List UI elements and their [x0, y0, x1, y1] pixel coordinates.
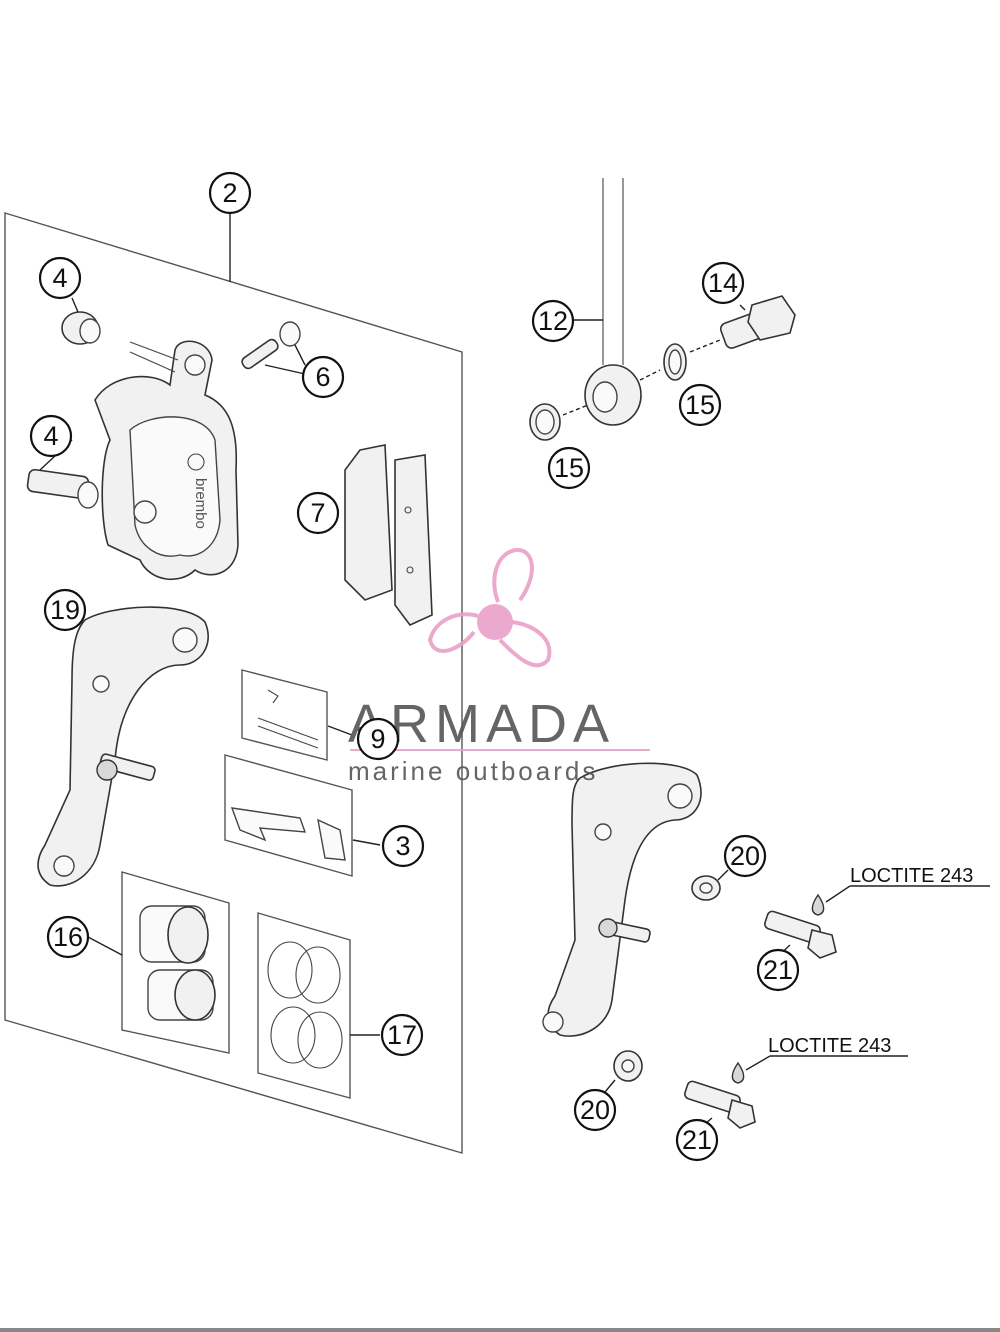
piston-seals-box: [257, 912, 351, 1099]
callout-17: 17: [380, 1013, 424, 1057]
bleeder-screw-part: [241, 321, 301, 370]
svg-text:21: 21: [763, 955, 793, 985]
bolt-21-upper-part: [764, 910, 837, 959]
callout-6: 6: [301, 355, 345, 399]
caliper-bolt-part: [26, 468, 99, 509]
washers-part: [529, 343, 687, 441]
caliper-bracket-left-part: [37, 606, 209, 887]
callout-16: 16: [46, 915, 90, 959]
svg-text:4: 4: [52, 263, 67, 293]
callout-12: 12: [531, 299, 575, 343]
brake-line-part: [584, 178, 642, 426]
svg-text:16: 16: [53, 922, 83, 952]
caliper-brand-text: brembo: [192, 478, 209, 529]
loctite-label-lower: LOCTITE 243: [768, 1035, 891, 1057]
callout-15-right: 15: [678, 383, 722, 427]
svg-text:14: 14: [708, 268, 738, 298]
svg-text:6: 6: [315, 362, 330, 392]
svg-text:19: 19: [50, 595, 80, 625]
svg-text:15: 15: [554, 453, 584, 483]
caliper-bracket-right-part: [542, 762, 702, 1037]
loctite-drop-lower: [731, 1061, 745, 1084]
watermark-tagline: marine outboards: [348, 756, 598, 786]
svg-text:4: 4: [43, 421, 58, 451]
callout-7: 7: [296, 491, 340, 535]
banjo-bolt-part: [719, 295, 796, 349]
svg-text:17: 17: [387, 1020, 417, 1050]
bottom-border: [0, 1328, 1000, 1332]
loctite-drop-upper: [811, 893, 825, 916]
svg-text:3: 3: [395, 831, 410, 861]
pistons-box: [121, 871, 230, 1054]
svg-text:7: 7: [310, 498, 325, 528]
caliper-kit-panel: [4, 212, 463, 1154]
callout-4-lower: 4: [29, 414, 73, 458]
propeller-icon: [427, 547, 552, 668]
brake-caliper-part: brembo: [94, 340, 239, 581]
svg-text:20: 20: [580, 1095, 610, 1125]
callout-19: 19: [43, 588, 87, 632]
loctite-label-upper: LOCTITE 243: [850, 865, 973, 887]
callout-9: 9: [356, 717, 400, 761]
bleeder-cap-part: [61, 311, 101, 345]
pad-pin-box: [241, 669, 328, 761]
callout-2: 2: [208, 171, 252, 215]
svg-text:20: 20: [730, 841, 760, 871]
brake-pads-part: [344, 444, 433, 626]
callout-21-lower: 21: [675, 1118, 719, 1162]
svg-text:9: 9: [370, 724, 385, 754]
bolt-21-lower-part: [684, 1080, 756, 1129]
callout-14: 14: [701, 261, 745, 305]
callout-4-upper: 4: [38, 256, 82, 300]
svg-text:12: 12: [538, 306, 568, 336]
svg-text:21: 21: [682, 1125, 712, 1155]
callout-20-lower: 20: [573, 1088, 617, 1132]
washer-20-upper-part: [691, 875, 721, 901]
callout-3: 3: [381, 824, 425, 868]
svg-text:2: 2: [222, 178, 237, 208]
callout-20-upper: 20: [723, 834, 767, 878]
callout-15-left: 15: [547, 446, 591, 490]
pad-spring-box: [224, 754, 353, 877]
washer-20-lower-part: [613, 1050, 643, 1082]
callout-21-upper: 21: [756, 948, 800, 992]
svg-text:15: 15: [685, 390, 715, 420]
